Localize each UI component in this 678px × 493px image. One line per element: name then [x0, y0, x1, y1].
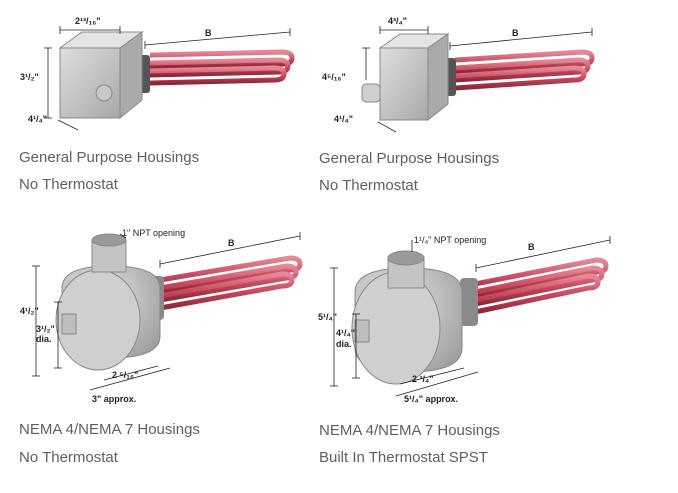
dim-length: B: [528, 242, 535, 252]
dim-height: 3¹/₂": [20, 72, 39, 82]
general-purpose-housing-illustration-2: 4³/₄" 4⁵/₁₆" 4¹/₄" B: [322, 16, 595, 133]
product-subtitle: No Thermostat: [319, 177, 418, 194]
flange: [460, 278, 478, 326]
general-purpose-housing-illustration-1: 2¹³/₁₆" 3¹/₂" 4¹/₄" B: [20, 16, 295, 131]
dim-length: B: [205, 28, 212, 38]
cube-housing: [58, 31, 144, 120]
box-housing: [361, 33, 450, 122]
heating-element-rods: [149, 49, 295, 86]
product-subtitle: No Thermostat: [19, 176, 118, 193]
heating-element-rods: [454, 49, 595, 91]
dim-depth: 2 ⁵/₁₆": [112, 370, 138, 380]
dim-height: 4¹/₂": [20, 306, 39, 316]
dim-depth: 4¹/₄": [28, 114, 47, 124]
product-title: NEMA 4/NEMA 7 Housings: [319, 422, 500, 439]
product-nema-1: 1" NPT opening B 4¹/₂" 3¹/₂" dia. 2 ⁵/₁₆…: [0, 218, 330, 493]
npt-opening-label: 1" NPT opening: [122, 228, 185, 238]
dim-height: 5¹/₄": [318, 312, 337, 322]
nema-housing-illustration-1: 1" NPT opening B 4¹/₂" 3¹/₂" dia. 2 ⁵/₁₆…: [20, 228, 303, 404]
dim-diameter: 3¹/₂": [36, 324, 55, 334]
dim-depth: 2 ³/₄": [412, 374, 434, 384]
conduit-knockout: [95, 84, 113, 102]
nema-housing-illustration-2: 1¹/₄" NPT opening B 5¹/₄" 4¹/₄" dia. 2 ³…: [318, 235, 611, 404]
product-nema-2: 1¹/₄" NPT opening B 5¹/₄" 4¹/₄" dia. 2 ³…: [300, 218, 678, 493]
explosion-proof-housing: [55, 233, 161, 371]
dim-length: B: [228, 238, 235, 248]
dim-diameter: 4¹/₄": [336, 328, 355, 338]
dim-width: 2¹³/₁₆": [75, 16, 101, 26]
product-title: NEMA 4/NEMA 7 Housings: [19, 421, 200, 438]
dim-approx: 5¹/₄" approx.: [404, 394, 458, 404]
product-general-purpose-2: 4³/₄" 4⁵/₁₆" 4¹/₄" B General Purpose Hou…: [300, 0, 678, 200]
dim-length: B: [512, 28, 519, 38]
heating-element-rods: [474, 257, 609, 315]
npt-opening-label: 1¹/₄" NPT opening: [414, 235, 486, 245]
product-subtitle: No Thermostat: [19, 449, 118, 466]
product-general-purpose-1: 2¹³/₁₆" 3¹/₂" 4¹/₄" B General Purpose Ho…: [0, 0, 330, 200]
dim-approx: 3" approx.: [92, 394, 136, 404]
dim-diameter-label: dia.: [336, 339, 352, 349]
dim-diameter-label: dia.: [36, 334, 52, 344]
heating-element-rods: [159, 255, 303, 311]
product-title: General Purpose Housings: [19, 149, 200, 166]
explosion-proof-housing: [351, 250, 463, 385]
dim-depth: 4¹/₄": [334, 114, 353, 124]
side-fitting: [361, 83, 381, 103]
dim-width: 4³/₄": [388, 16, 407, 26]
dim-height: 4⁵/₁₆": [322, 72, 346, 82]
product-subtitle: Built In Thermostat SPST: [319, 449, 488, 466]
product-title: General Purpose Housings: [319, 150, 500, 167]
